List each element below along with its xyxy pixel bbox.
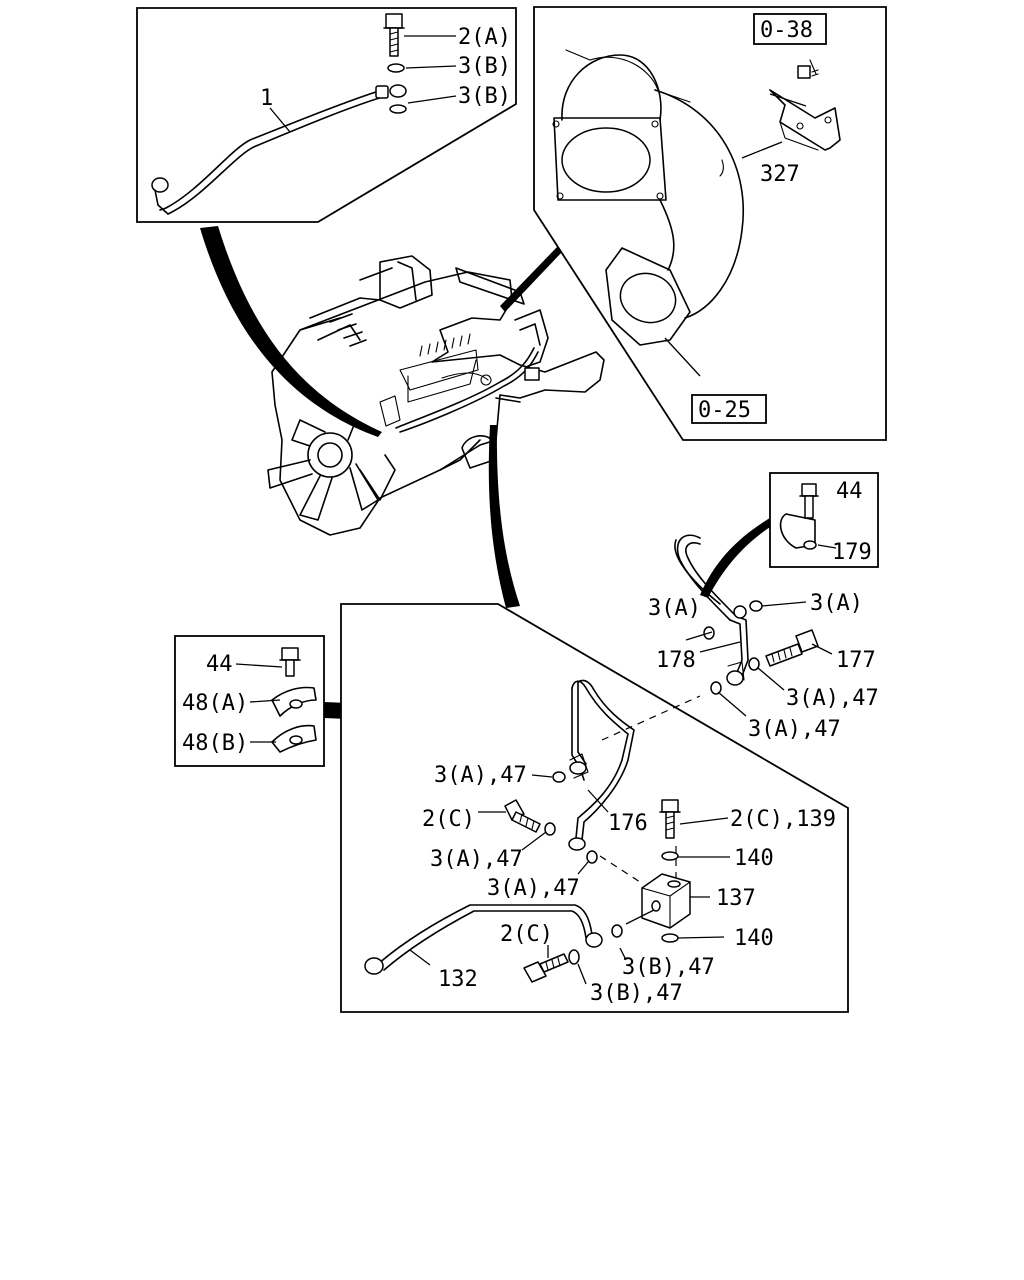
label-2c-upper: 2(C) bbox=[422, 807, 475, 832]
label-3a-right: 3(A) bbox=[810, 591, 863, 616]
label-140-lower: 140 bbox=[734, 926, 774, 951]
label-177: 177 bbox=[836, 648, 876, 673]
panel-bottom bbox=[340, 534, 849, 1013]
label-3b-upper: 3(B) bbox=[458, 54, 511, 79]
label-2a: 2(A) bbox=[458, 25, 511, 50]
label-pipe-1: 1 bbox=[260, 86, 273, 111]
ref-0-38: 0-38 bbox=[760, 18, 813, 43]
panel-top-right bbox=[533, 6, 887, 441]
label-179: 179 bbox=[832, 540, 872, 565]
label-2c-lower: 2(C) bbox=[500, 922, 553, 947]
label-176: 176 bbox=[608, 811, 648, 836]
label-44-right: 44 bbox=[836, 479, 863, 504]
label-3a47-a: 3(A),47 bbox=[786, 686, 879, 711]
label-3a47-c: 3(A),47 bbox=[434, 763, 527, 788]
label-327: 327 bbox=[760, 162, 800, 187]
label-3b47-a: 3(B),47 bbox=[622, 955, 715, 980]
label-137: 137 bbox=[716, 886, 756, 911]
label-140-upper: 140 bbox=[734, 846, 774, 871]
label-44-left: 44 bbox=[206, 652, 233, 677]
panel-right-small bbox=[769, 472, 879, 568]
panel-top-left bbox=[136, 7, 517, 223]
label-132: 132 bbox=[438, 967, 478, 992]
ref-0-25: 0-25 bbox=[698, 398, 751, 423]
panel-left-small bbox=[174, 635, 325, 767]
label-178: 178 bbox=[656, 648, 696, 673]
label-2c-139: 2(C),139 bbox=[730, 807, 836, 832]
label-48b: 48(B) bbox=[182, 731, 248, 756]
label-3b-lower: 3(B) bbox=[458, 84, 511, 109]
label-3a47-e: 3(A),47 bbox=[487, 876, 580, 901]
label-3b47-b: 3(B),47 bbox=[590, 981, 683, 1006]
label-3a47-d: 3(A),47 bbox=[430, 847, 523, 872]
label-3a47-b: 3(A),47 bbox=[748, 717, 841, 742]
label-3a-left: 3(A) bbox=[648, 596, 701, 621]
labels: 2(A) 3(B) 3(B) 1 0-38 327 0-25 44 179 44… bbox=[182, 18, 879, 1006]
engine-assembly bbox=[267, 255, 605, 536]
label-48a: 48(A) bbox=[182, 691, 248, 716]
